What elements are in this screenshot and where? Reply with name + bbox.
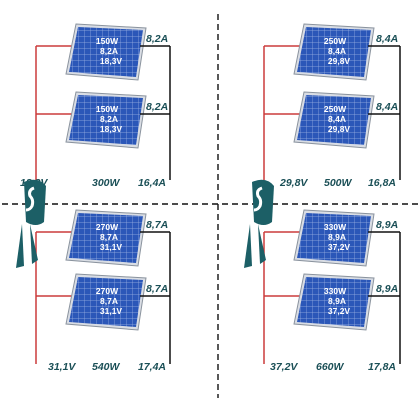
- panel-power-label: 330W: [324, 286, 347, 296]
- panel-voltage-label: 18,3V: [100, 56, 123, 66]
- panel-voltage-label: 29,8V: [328, 56, 351, 66]
- panel-current-side-label: 8,7A: [146, 283, 168, 295]
- panel-current-label: 8,2A: [100, 114, 118, 124]
- panel-current-side-label: 8,9A: [376, 219, 398, 231]
- panel-voltage-label: 29,8V: [328, 124, 351, 134]
- panel-power-label: 270W: [96, 286, 119, 296]
- total-voltage-label: 31,1V: [48, 361, 76, 373]
- charge-controller-icon: [16, 179, 46, 268]
- panel-current-label: 8,9A: [328, 296, 346, 306]
- total-voltage-label: 29,8V: [279, 177, 308, 189]
- total-current-label: 17,4A: [138, 361, 166, 373]
- total-voltage-label: 37,2V: [270, 361, 298, 373]
- panel-power-label: 150W: [96, 104, 119, 114]
- panel-power-label: 150W: [96, 36, 119, 46]
- panel-voltage-label: 31,1V: [100, 242, 123, 252]
- panel-power-label: 270W: [96, 222, 119, 232]
- total-current-label: 17,8A: [368, 361, 396, 373]
- panel-current-side-label: 8,2A: [146, 101, 168, 113]
- panel-current-label: 8,7A: [100, 232, 118, 242]
- panel-current-label: 8,4A: [328, 46, 346, 56]
- panel-power-label: 250W: [324, 104, 347, 114]
- panel-current-label: 8,7A: [100, 296, 118, 306]
- panel-voltage-label: 37,2V: [328, 306, 351, 316]
- panel-current-side-label: 8,7A: [146, 219, 168, 231]
- total-current-label: 16,4A: [138, 177, 166, 189]
- total-current-label: 16,8A: [368, 177, 396, 189]
- panel-current-label: 8,2A: [100, 46, 118, 56]
- quadrant-1: 150W8,2A18,3V8,2A150W8,2A18,3V8,2A18,3V3…: [20, 23, 171, 189]
- panel-current-side-label: 8,2A: [146, 33, 168, 45]
- total-power-label: 660W: [316, 361, 345, 373]
- total-power-label: 300W: [92, 177, 121, 189]
- panel-voltage-label: 37,2V: [328, 242, 351, 252]
- panel-current-label: 8,4A: [328, 114, 346, 124]
- panel-current-side-label: 8,4A: [376, 101, 398, 113]
- panel-current-side-label: 8,9A: [376, 283, 398, 295]
- charge-controller-icon: [244, 179, 274, 268]
- panel-power-label: 250W: [324, 36, 347, 46]
- total-power-label: 500W: [324, 177, 353, 189]
- panel-current-side-label: 8,4A: [376, 33, 398, 45]
- panel-power-label: 330W: [324, 222, 347, 232]
- panel-current-label: 8,9A: [328, 232, 346, 242]
- panel-voltage-label: 18,3V: [100, 124, 123, 134]
- total-power-label: 540W: [92, 361, 121, 373]
- panel-voltage-label: 31,1V: [100, 306, 123, 316]
